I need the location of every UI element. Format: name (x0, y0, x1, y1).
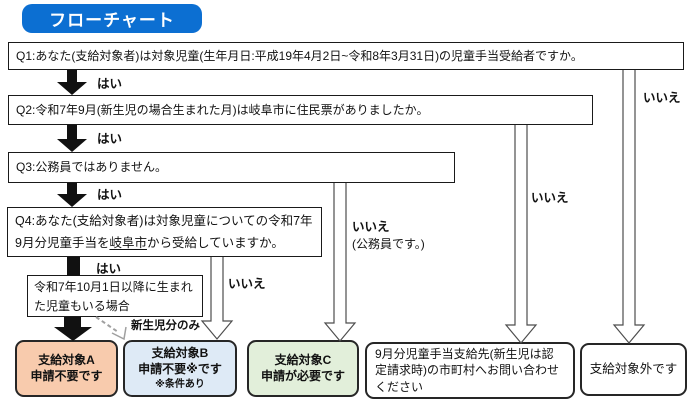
outcome-b: 支給対象B 申請不要※です ※条件あり (123, 340, 237, 397)
question-q4-post: から受給していますか。 (146, 236, 284, 250)
no-label-q1: いいえ (643, 91, 681, 105)
no-arrow-q4-to-outcome-b (200, 257, 234, 340)
question-q3-text: Q3:公務員ではありません。 (16, 160, 167, 175)
newborn-only-label: 新生児分のみ (131, 320, 200, 332)
yes-arrow-q2-head (57, 139, 87, 152)
yes-label-q2: はい (97, 132, 123, 146)
no-label-q3: いいえ (公務員です。) (352, 216, 425, 252)
yes-label-q4: はい (96, 262, 122, 276)
outcome-b-line1: 支給対象B (151, 346, 209, 361)
no-label-q3-main: いいえ (352, 220, 390, 234)
outcome-not-eligible: 支給対象外です (580, 343, 687, 396)
question-q4-text: Q4:あなた(支給対象者)は対象児童についての令和7年9月分児童手当を岐阜市から… (15, 210, 314, 254)
no-label-q2: いいえ (531, 191, 569, 205)
question-q2-text: Q2:令和7年9月(新生児の場合生まれた月)は岐阜市に住民票がありましたか。 (16, 102, 429, 117)
outcome-c: 支給対象C 申請が必要です (247, 340, 359, 397)
no-label-q4: いいえ (228, 277, 266, 291)
outcome-c-line2: 申請が必要です (260, 368, 345, 383)
question-box-q3: Q3:公務員ではありません。 (8, 152, 455, 183)
outcome-a-line2: 申請不要です (30, 368, 103, 383)
no-arrow-q1-to-not-eligible (612, 70, 646, 344)
outcome-b-line2: 申請不要※です (138, 361, 222, 376)
question-box-q4: Q4:あなた(支給対象者)は対象児童についての令和7年9月分児童手当を岐阜市から… (7, 207, 322, 257)
outcome-a-line1: 支給対象A (38, 352, 95, 367)
question-box-q1: Q1:あなた(支給対象者)は対象児童(生年月日:平成19年4月2日~令和8年3月… (8, 42, 684, 70)
question-q4-pre: Q4:あなた(支給対象者)は対象児童についての令和7年9月分児童手当を (15, 214, 313, 250)
yes-label-q3: はい (97, 188, 123, 202)
dashed-arrowhead (111, 326, 127, 341)
outcome-c-line1: 支給対象C (274, 352, 332, 367)
no-arrow-q3-to-outcome-c (323, 183, 357, 342)
yes-arrow-q4-bar (67, 257, 80, 276)
outcome-not-eligible-text: 支給対象外です (589, 362, 678, 377)
outcome-inquiry: 9月分児童手当支給先(新生児は認定請求時)の市町村へお問い合わせください (365, 342, 575, 399)
question-q1-text: Q1:あなた(支給対象者)は対象児童(生年月日:平成19年4月2日~令和8年3月… (16, 48, 583, 63)
outcome-a: 支給対象A 申請不要です (15, 340, 118, 397)
outcome-inquiry-text: 9月分児童手当支給先(新生児は認定請求時)の市町村へお問い合わせください (375, 346, 559, 394)
page-title: フローチャート (22, 4, 202, 33)
no-label-q3-sub: (公務員です。) (352, 237, 425, 251)
outcome-b-note: ※条件あり (155, 378, 205, 390)
no-arrow-q2-to-inquiry (504, 125, 538, 344)
yes-arrow-q3-head (57, 194, 87, 207)
yes-arrow-q1-head (57, 82, 87, 95)
question-q4-underlined: 岐阜市 (109, 236, 147, 250)
yes-arrow-q1-shaft (67, 70, 77, 83)
yes-arrow-q2-shaft (67, 125, 77, 140)
yes-arrow-q3-shaft (67, 183, 77, 195)
note-box-text: 令和7年10月1日以降に生まれた児童もいる場合 (34, 280, 193, 313)
question-box-q2: Q2:令和7年9月(新生児の場合生まれた月)は岐阜市に住民票がありましたか。 (8, 95, 593, 125)
dashed-arrow-newborn-to-outcome-b (95, 316, 119, 333)
yes-label-q1: はい (97, 77, 123, 91)
arrow-note-to-a-shaft (64, 317, 81, 328)
arrow-note-to-a-head (54, 327, 92, 341)
note-box-newborn: 令和7年10月1日以降に生まれた児童もいる場合 (27, 275, 203, 317)
